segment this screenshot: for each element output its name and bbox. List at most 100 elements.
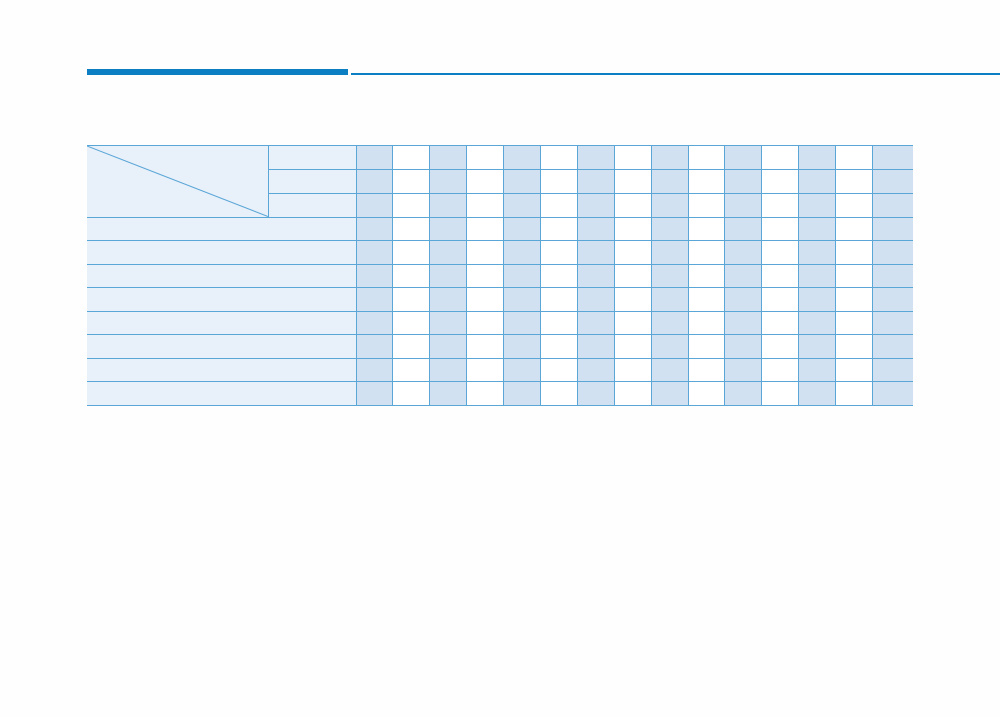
value-cell <box>576 216 615 241</box>
value-cell <box>576 381 615 406</box>
value-cell <box>687 216 726 241</box>
value-cell <box>724 168 763 194</box>
value-cell <box>724 287 763 312</box>
value-cell <box>503 334 541 359</box>
value-cell <box>761 334 800 359</box>
value-cell <box>392 145 431 170</box>
value-cell <box>798 263 837 288</box>
value-cell <box>466 192 505 218</box>
value-cell <box>576 263 615 288</box>
value-cell <box>503 240 541 265</box>
table-row <box>87 357 914 382</box>
value-cell <box>539 263 578 288</box>
value-cell <box>613 240 652 265</box>
value-cell <box>724 192 763 218</box>
value-cell <box>466 168 505 194</box>
value-cell <box>613 168 652 194</box>
value-cell <box>871 357 914 382</box>
value-cell <box>429 334 468 359</box>
value-cell <box>503 310 541 335</box>
value-cell <box>355 168 394 194</box>
value-cell <box>503 263 541 288</box>
value-cell <box>761 263 800 288</box>
value-cell <box>761 216 800 241</box>
value-cell <box>355 216 394 241</box>
value-cell <box>835 310 873 335</box>
value-cell <box>871 168 914 194</box>
value-cell <box>613 357 652 382</box>
value-cell <box>687 263 726 288</box>
value-cell <box>871 240 914 265</box>
section-rule-thin <box>351 73 1000 75</box>
value-cell <box>613 381 652 406</box>
value-cell <box>835 334 873 359</box>
value-cell <box>798 216 837 241</box>
value-cell <box>355 263 394 288</box>
value-cell <box>429 310 468 335</box>
value-cell <box>835 240 873 265</box>
row-label-cell <box>87 381 357 406</box>
value-cell <box>871 381 914 406</box>
value-cell <box>724 263 763 288</box>
value-cell <box>503 216 541 241</box>
value-cell <box>613 216 652 241</box>
table-row <box>87 240 914 265</box>
value-cell <box>724 334 763 359</box>
value-cell <box>687 357 726 382</box>
value-cell <box>724 145 763 170</box>
value-cell <box>613 287 652 312</box>
value-cell <box>392 216 431 241</box>
value-cell <box>466 357 505 382</box>
value-cell <box>429 287 468 312</box>
header-subcell <box>268 168 357 194</box>
value-cell <box>539 168 578 194</box>
value-cell <box>687 168 726 194</box>
value-cell <box>650 310 689 335</box>
value-cell <box>835 357 873 382</box>
value-cell <box>355 357 394 382</box>
value-cell <box>687 240 726 265</box>
table-row <box>87 216 914 241</box>
header-subcell <box>267 145 357 170</box>
value-cell <box>429 263 468 288</box>
table-row <box>87 381 914 406</box>
value-cell <box>429 357 468 382</box>
value-cell <box>650 263 689 288</box>
row-label-cell <box>87 334 357 359</box>
value-cell <box>835 192 873 218</box>
value-cell <box>355 145 394 170</box>
value-cell <box>613 334 652 359</box>
value-cell <box>871 334 914 359</box>
row-label-cell <box>87 240 357 265</box>
value-cell <box>392 192 431 218</box>
table-row <box>87 287 914 312</box>
header-row <box>87 168 914 194</box>
row-label-cell <box>87 263 357 288</box>
value-cell <box>761 240 800 265</box>
value-cell <box>835 263 873 288</box>
value-cell <box>798 357 837 382</box>
value-cell <box>503 357 541 382</box>
value-cell <box>466 145 505 170</box>
value-cell <box>761 287 800 312</box>
value-cell <box>539 145 578 170</box>
value-cell <box>503 381 541 406</box>
value-cell <box>613 310 652 335</box>
value-cell <box>798 145 837 170</box>
value-cell <box>835 216 873 241</box>
value-cell <box>835 145 873 170</box>
header-row <box>87 192 914 218</box>
value-cell <box>724 216 763 241</box>
value-cell <box>650 357 689 382</box>
value-cell <box>576 334 615 359</box>
value-cell <box>576 145 615 170</box>
value-cell <box>576 287 615 312</box>
value-cell <box>835 381 873 406</box>
value-cell <box>539 357 578 382</box>
value-cell <box>798 168 837 194</box>
value-cell <box>687 145 726 170</box>
value-cell <box>650 192 689 218</box>
value-cell <box>539 240 578 265</box>
value-cell <box>503 168 541 194</box>
header-row <box>87 145 914 218</box>
